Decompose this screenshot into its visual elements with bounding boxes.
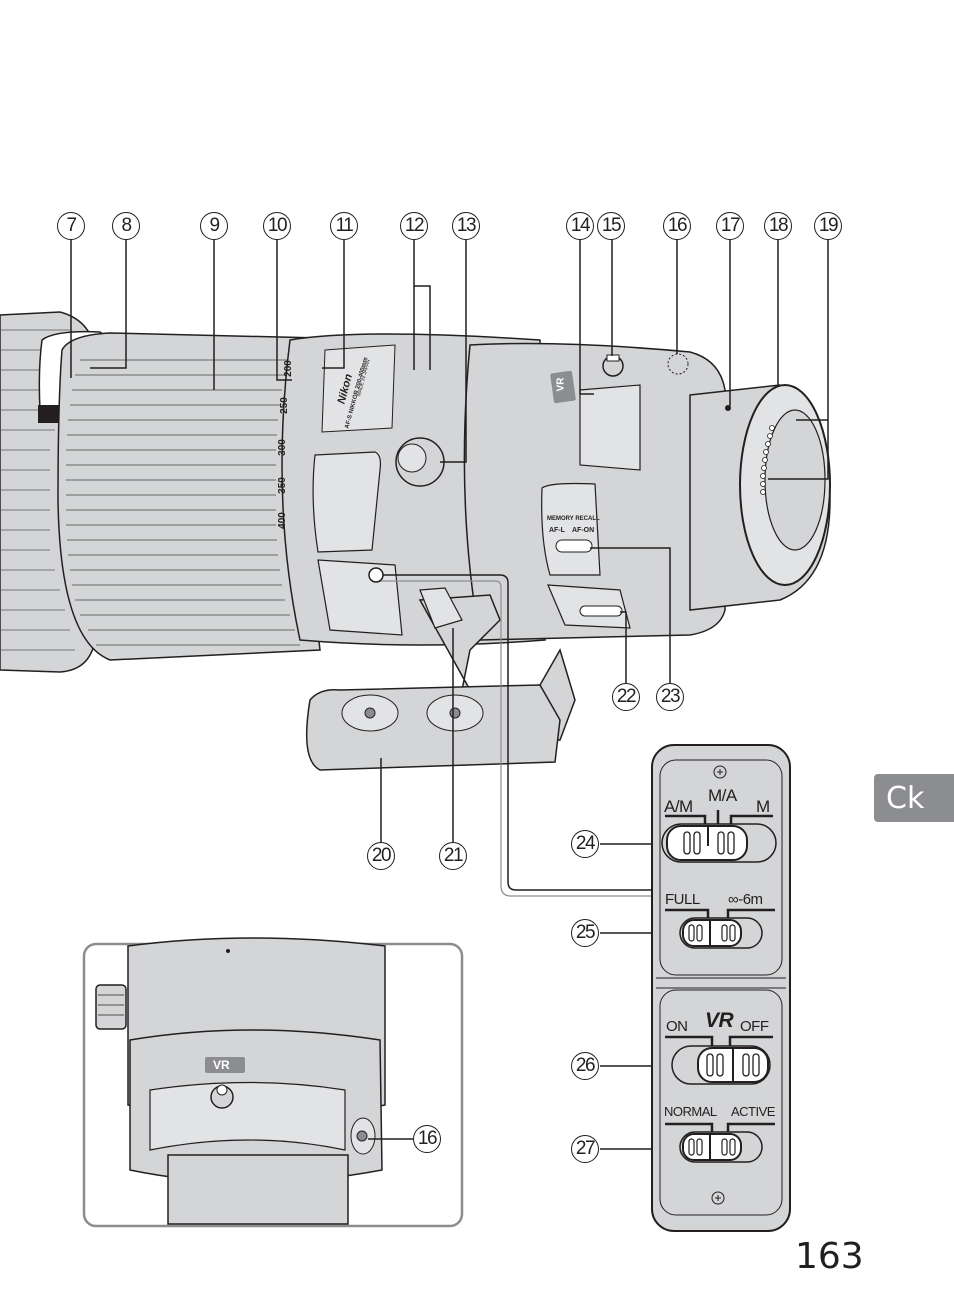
memory-recall-title: MEMORY RECALL (547, 516, 600, 522)
focal-300: 300 (276, 439, 288, 456)
callout-15: 15 (597, 212, 625, 240)
callout-19: 19 (814, 212, 842, 240)
zoom-ring (57, 332, 321, 661)
callout-13: 13 (452, 212, 480, 240)
vr-title: VR (705, 1009, 734, 1032)
callout-18: 18 (764, 212, 792, 240)
callout-16-inset: 16 (413, 1125, 441, 1153)
inset-illustration (82, 937, 464, 1228)
mounting-index (725, 405, 731, 411)
page-number: 163 (795, 1236, 864, 1277)
callout-24: 24 (571, 830, 599, 858)
vr-window (579, 384, 641, 471)
focal-250: 250 (278, 397, 290, 414)
callout-26: 26 (571, 1052, 599, 1080)
focus-limit-label-full: FULL (665, 891, 700, 908)
callout-20: 20 (367, 842, 395, 870)
vr-badge: VR (555, 377, 567, 392)
vr-mode-slider (682, 1133, 742, 1161)
vr-badge-body (550, 370, 576, 404)
focal-350: 350 (276, 477, 288, 494)
callout-21: 21 (439, 842, 467, 870)
vr-mode-label-active: ACTIVE (731, 1104, 775, 1119)
vr-label-off: OFF (740, 1018, 769, 1035)
mount-inner (764, 409, 826, 551)
callout-16: 16 (663, 212, 691, 240)
callout-14: 14 (566, 212, 594, 240)
callout-7: 7 (57, 212, 85, 240)
callout-11: 11 (330, 212, 358, 240)
tripod-collar-knob (395, 437, 445, 487)
vr-mode-label-normal: NORMAL (664, 1104, 717, 1119)
memory-recall-af-l: AF-L (549, 527, 565, 534)
focal-scale: 200 250 300 350 400 (272, 355, 302, 535)
section-tab[interactable]: Ck (874, 774, 954, 822)
dotted-port (667, 353, 689, 375)
callout-25: 25 (571, 919, 599, 947)
nameplate (321, 344, 396, 433)
vr-label-on: ON (666, 1018, 688, 1035)
memory-recall-af-on: AF-ON (572, 527, 595, 534)
enlarged-switch-panel (651, 744, 791, 1232)
focus-mode-label-am: A/M (664, 797, 693, 816)
focal-200: 200 (282, 360, 294, 377)
barrel-vr-panel (317, 559, 403, 636)
focus-limit-slider (682, 919, 742, 947)
focal-400: 400 (276, 512, 288, 529)
inset-vr-badge: VR (213, 1058, 230, 1072)
front-ring-band (38, 405, 62, 423)
focus-limit-label-inf6m: ∞-6m (728, 891, 763, 908)
callout-27: 27 (571, 1135, 599, 1163)
tripod-collar-foot (305, 587, 576, 771)
zoom-ring-grip (66, 359, 300, 646)
cpu-contacts (760, 425, 775, 495)
vr-lock-screw (602, 354, 624, 377)
callout-12: 12 (400, 212, 428, 240)
callout-23: 23 (656, 683, 684, 711)
focus-mode-label-m: M (756, 797, 770, 816)
barrel-switch-panel (312, 451, 382, 553)
callout-22: 22 (612, 683, 640, 711)
focus-mode-label-ma: M/A (708, 786, 737, 805)
callout-9: 9 (200, 212, 228, 240)
callout-17: 17 (716, 212, 744, 240)
callout-10: 10 (263, 212, 291, 240)
callout-8: 8 (112, 212, 140, 240)
connector-dot (368, 567, 384, 583)
